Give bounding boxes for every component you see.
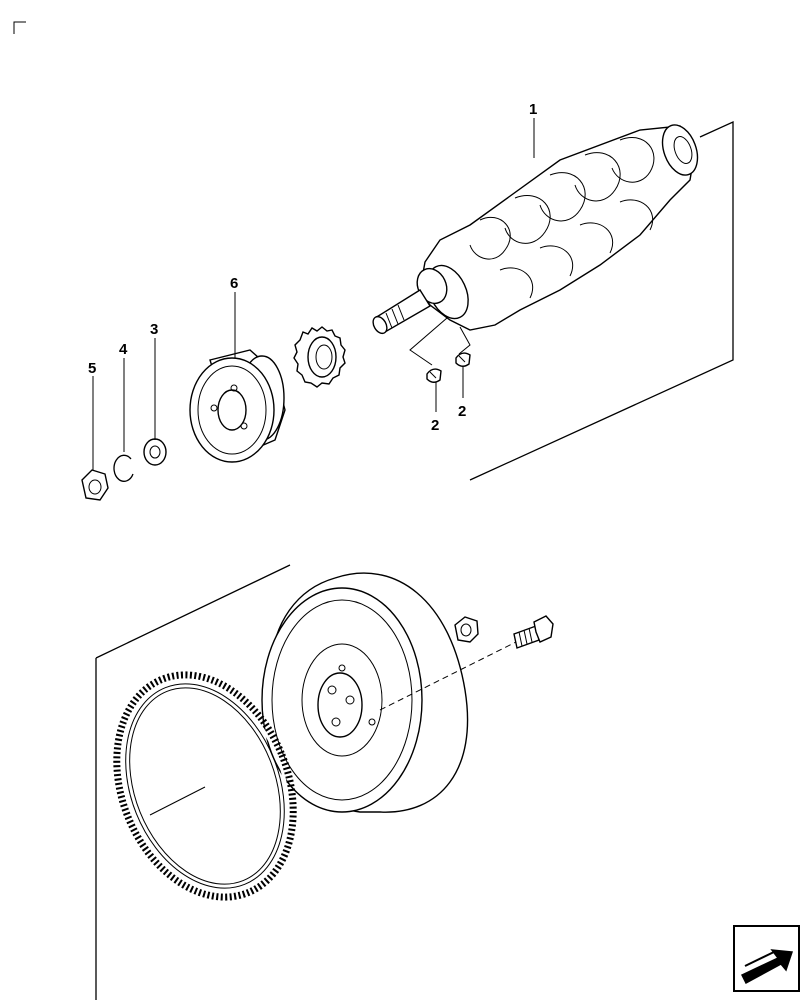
callout-label-5: 5	[88, 360, 96, 377]
washer	[143, 438, 167, 466]
retaining-ring	[113, 454, 134, 482]
assembly-frame	[95, 120, 734, 1000]
callout-label-1: 1	[529, 101, 537, 118]
crankshaft	[372, 124, 699, 335]
ring-gear-axis-line	[149, 786, 206, 816]
flywheel	[261, 572, 469, 813]
callout-label-6: 6	[230, 275, 238, 292]
flywheel-bolt	[513, 615, 554, 649]
ring-gear	[113, 671, 297, 901]
flywheel-axis-line	[379, 639, 521, 711]
callout-label-2a: 2	[431, 417, 439, 434]
nut	[81, 469, 109, 501]
next-page-arrow-icon[interactable]	[733, 925, 800, 992]
crank-gear	[293, 326, 346, 388]
pulley	[189, 349, 286, 463]
callout-label-4: 4	[119, 341, 128, 358]
woodruff-key	[426, 368, 442, 383]
woodruff-key	[455, 352, 471, 367]
callout-label-2b: 2	[458, 403, 466, 420]
corner-mark-icon	[13, 21, 26, 34]
key-leader-lines	[409, 317, 471, 366]
callout-label-3: 3	[150, 321, 158, 338]
flywheel-nut	[454, 616, 479, 643]
